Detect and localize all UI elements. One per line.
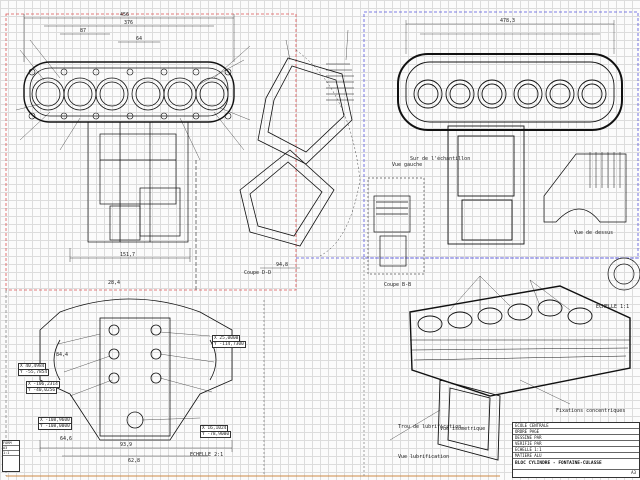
note-3: Fixations concentriques <box>556 408 626 414</box>
dimension-2: 376 <box>124 20 134 26</box>
sheet-format: A3 <box>631 470 636 475</box>
coord-callout: X -108,9600 <box>38 417 72 424</box>
front-elevation <box>69 121 191 262</box>
dimension-7: 93,9 <box>120 442 133 448</box>
title-block-row: DESSINE PAR <box>513 435 639 441</box>
title-block-row: ECOLE CENTRALE <box>513 423 639 429</box>
corner-info-box: FORM A3 1:1 <box>2 440 20 472</box>
isometric-view <box>389 275 631 461</box>
view-label-a: Vue de dessus <box>574 230 614 236</box>
coord-callout: X -106,2314 <box>26 381 60 388</box>
coord-callout: X 25,0000 <box>212 335 241 342</box>
section-view-d <box>239 29 361 269</box>
dimension-8: 62,8 <box>128 458 141 464</box>
view-frame-top <box>5 13 297 291</box>
section-view-small <box>367 177 425 275</box>
dimension-3: 87 <box>80 28 87 34</box>
coord-callout: Y -114,7300 <box>212 341 246 348</box>
coord-callout: X 40,4984 <box>18 363 47 370</box>
scale-label-b: ECHELLE 2:1 <box>190 452 224 458</box>
coord-callout: Y -78,9000 <box>200 431 232 438</box>
top-view-cylinders <box>15 14 251 161</box>
coord-callout: X 16,1024 <box>200 425 229 432</box>
note-4: Sur de l'échantillon <box>410 156 471 162</box>
corner-field: FORM <box>3 441 19 446</box>
side-detail <box>543 152 640 291</box>
title-block-row: ECHELLE 1:1 <box>513 447 639 453</box>
note-2: Vue lubrification <box>398 454 450 460</box>
title-block: ECOLE CENTRALE ORDRE PAGE DESSINE PAR VE… <box>512 422 640 478</box>
view-label-b: Vue gauche <box>392 162 423 168</box>
coord-callout: Y -40,0256 <box>26 387 58 394</box>
coord-callout: Y -55,7854 <box>18 369 50 376</box>
scale-label-a: ECHELLE 1:1 <box>596 304 630 310</box>
dimension-1: 456 <box>120 12 130 18</box>
section-b-label: Coupe B-B <box>384 282 412 288</box>
dimension-6: 151,7 <box>120 252 136 258</box>
corner-field: A3 <box>3 446 19 451</box>
corner-field: 1:1 <box>3 451 19 456</box>
title-block-row: ORDRE PAGE <box>513 429 639 435</box>
dimension-12: 94,8 <box>276 262 289 268</box>
bottom-crankcase-section <box>39 298 233 457</box>
view-label-c: Vue isometrique <box>440 426 486 432</box>
dimension-11: 28,4 <box>108 280 121 286</box>
dimension-9: 84,4 <box>56 352 69 358</box>
dimension-10: 64,6 <box>60 436 73 442</box>
coord-callout: Y -108,0000 <box>38 423 72 430</box>
note-1: Trou de lubrification <box>398 424 462 430</box>
right-top-cylinder-plan <box>397 20 623 245</box>
view-frame-right <box>363 11 639 259</box>
dimension-5: 478,3 <box>500 18 516 24</box>
dimension-4: 64 <box>136 36 143 42</box>
drawing-title: BLOC CYLINDRE - FONTAINE-CULASSE <box>513 459 639 470</box>
section-d-label: Coupe D-D <box>244 270 272 276</box>
title-block-row: VERIFIE PAR <box>513 441 639 447</box>
title-block-row: MATIERE ALU <box>513 453 639 459</box>
